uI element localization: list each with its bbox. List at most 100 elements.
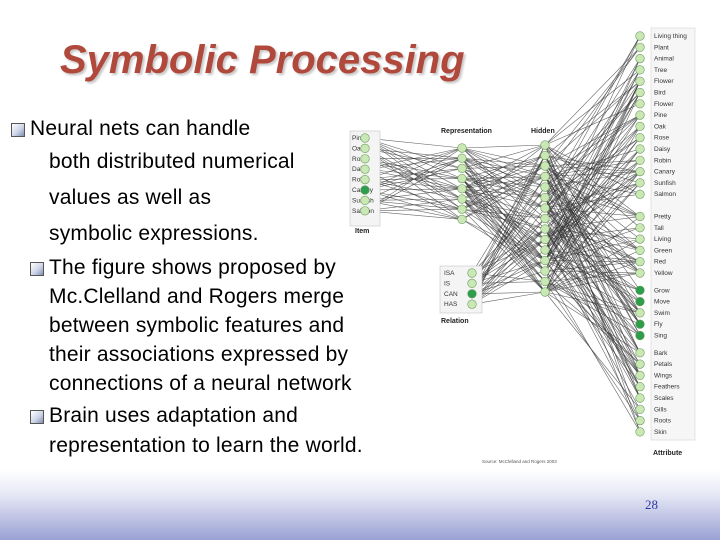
attribute-label-text: Green [654,247,672,254]
attribute-node [635,65,645,75]
attribute-label-text: Oak [654,123,667,130]
relation-label-text: HAS [444,301,458,308]
bullet-line: The figure shows proposed by [49,256,336,279]
attribute-label-text: Swim [654,310,670,317]
attribute-node [635,99,645,109]
relation-node [467,278,477,289]
attribute-node [635,330,645,341]
item-node [360,164,370,174]
representation-node [457,184,467,194]
attribute-node [635,155,645,165]
attribute-layer-box [650,27,696,441]
attribute-node [635,257,645,267]
relation-label: Relation [441,318,469,325]
hidden-node [540,213,550,224]
hidden-node [540,161,550,171]
attribute-label-text: Bird [654,90,666,97]
attribute-label-text: Petals [654,361,673,368]
attribute-label-text: Yellow [654,270,673,277]
hidden-node [540,203,550,213]
attribute-node [635,308,645,318]
attribute-label: Attribute [653,450,682,457]
attribute-label-text: Move [654,299,670,306]
source-caption: Source: McClelland and Rogers 2003 [482,459,557,464]
hidden-node [540,182,550,192]
hidden-node [540,192,550,203]
attribute-label-text: Grow [654,287,670,294]
slide-title: Symbolic Processing [60,38,465,82]
attribute-label-text: Animal [654,56,674,63]
attribute-node [635,167,645,177]
relation-node [467,268,477,278]
item-label-text: Oak [352,145,365,152]
attribute-node [635,382,645,392]
attribute-label-text: Pine [654,112,667,119]
attribute-node [635,211,645,222]
hidden-node [540,245,550,255]
attribute-node [635,189,645,199]
attribute-node [635,319,645,329]
attribute-label-text: Sunfish [654,180,676,187]
attribute-label-text: Wings [654,372,673,379]
representation-node [457,153,467,163]
attribute-label-text: Skin [654,429,667,436]
attribute-node [635,427,645,437]
attribute-label-text: Daisy [654,146,671,153]
attribute-node [635,416,645,426]
attribute-node [635,393,645,403]
attribute-label-text: Red [654,259,666,266]
item-node [360,206,370,216]
representation-label: Representation [441,128,492,135]
attribute-node [635,297,645,307]
attribute-label-text: Sing [654,333,667,340]
attribute-node [635,178,645,188]
attribute-node [635,404,645,414]
bullet-line: between symbolic features and [49,314,345,337]
bullet-line: symbolic expressions. [49,222,259,245]
item-node [360,143,370,153]
attribute-label-text: Tree [654,67,668,74]
representation-node [457,174,467,184]
bullet-line: Neural nets can handle [30,117,251,140]
attribute-label-text: Fly [654,321,663,328]
attribute-label-text: Feathers [654,384,680,391]
item-node [360,175,370,185]
item-label-text: Pine [352,135,365,142]
attribute-node [635,133,645,143]
bullet-box-icon [30,410,44,424]
attribute-label-text: Rose [654,135,670,142]
hidden-node [540,276,550,287]
attribute-node [635,110,645,120]
attribute-node [635,42,645,52]
representation-node [457,194,467,204]
relation-node [467,289,477,299]
item-node [360,185,370,195]
representation-node [457,143,467,153]
attribute-node [635,245,645,255]
attribute-node [635,370,645,381]
item-node [360,154,370,164]
hidden-node [540,140,550,150]
hidden-node [540,255,550,266]
attribute-label-text: Roots [654,418,672,425]
attribute-label-text: Canary [654,169,676,176]
attribute-node [635,76,645,86]
bullet-line: Mc.Clelland and Rogers merge [49,285,345,308]
bullet-line: their associations expressed by [49,343,349,366]
bullet-line: Brain uses adaptation and [49,404,299,427]
attribute-label-text: Bark [654,350,668,357]
hidden-node [540,150,550,161]
attribute-label-text: Gills [654,406,667,413]
representation-node [457,214,467,224]
attribute-node [635,348,645,358]
page-number: 28 [645,497,658,512]
bullet-box-icon [30,262,44,276]
relation-label-text: IS [444,280,451,287]
item-node [360,133,370,143]
footer-gradient [0,470,720,540]
representation-node [457,163,467,173]
bullet-line: both distributed numerical [49,150,295,173]
attribute-label-text: Flower [654,101,674,108]
attribute-node [635,31,645,41]
attribute-node [635,53,645,64]
